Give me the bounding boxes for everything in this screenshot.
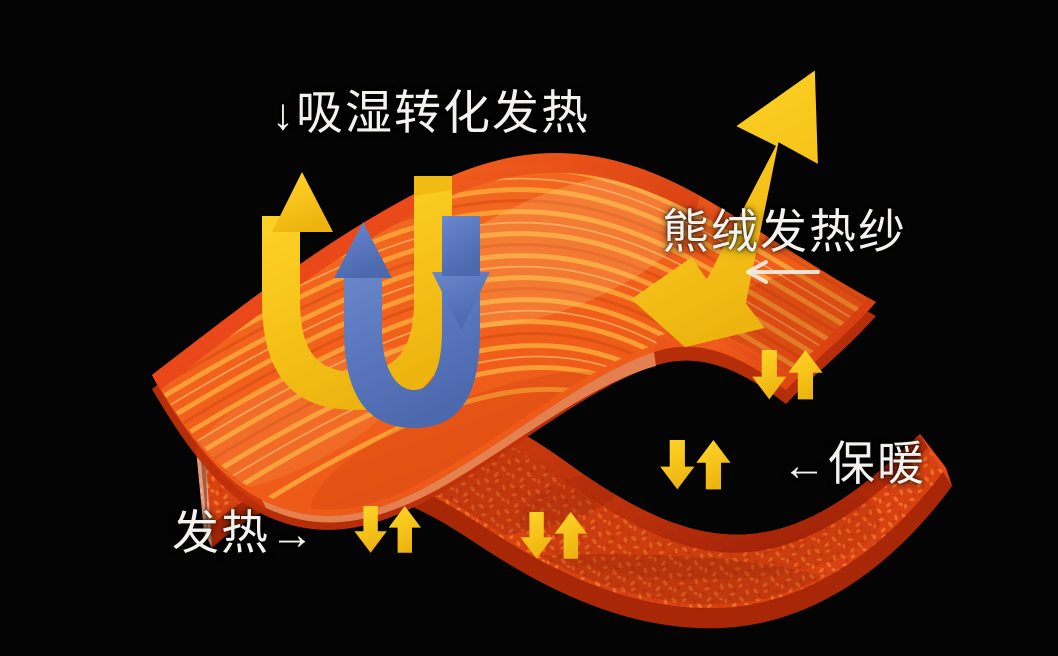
heat-exchange-pair-mid-right [660, 440, 731, 490]
fleece-left-shadow [200, 452, 208, 536]
blue-u-arrow [334, 216, 490, 428]
label-moisture-heat-text: 吸湿转化发热 [296, 86, 590, 139]
knit-hem-highlight [262, 352, 656, 523]
knit-right-curl-edge [654, 196, 876, 390]
label-heat-generation: 发热→ [172, 494, 316, 563]
label-warmth-text: 保暖 [828, 437, 926, 490]
label-heat-generation-text: 发热 [172, 506, 270, 559]
fleece-top-rim [196, 390, 928, 553]
left-arrow-icon: ← [782, 441, 828, 490]
label-bear-fleece-yarn: 熊绒发热纱 [662, 193, 907, 262]
yarn-pointer-arrow [746, 260, 820, 284]
fleece-left-cut-edge [196, 448, 212, 548]
heat-exchange-pair-lower-mid [520, 512, 587, 559]
right-arrow-icon: → [270, 510, 316, 559]
label-bear-fleece-yarn-text: 熊绒发热纱 [662, 205, 907, 258]
heat-exchange-pair-upper-right [752, 350, 823, 400]
down-arrow-icon: ↓ [272, 90, 296, 139]
large-rising-heat-arrow [631, 70, 818, 348]
label-warmth: ←保暖 [782, 425, 926, 494]
yellow-u-arrow [262, 172, 452, 410]
label-moisture-heat: ↓吸湿转化发热 [272, 74, 590, 143]
fleece-right-tip [920, 434, 952, 486]
heat-exchange-pair-lower-left [354, 506, 421, 553]
